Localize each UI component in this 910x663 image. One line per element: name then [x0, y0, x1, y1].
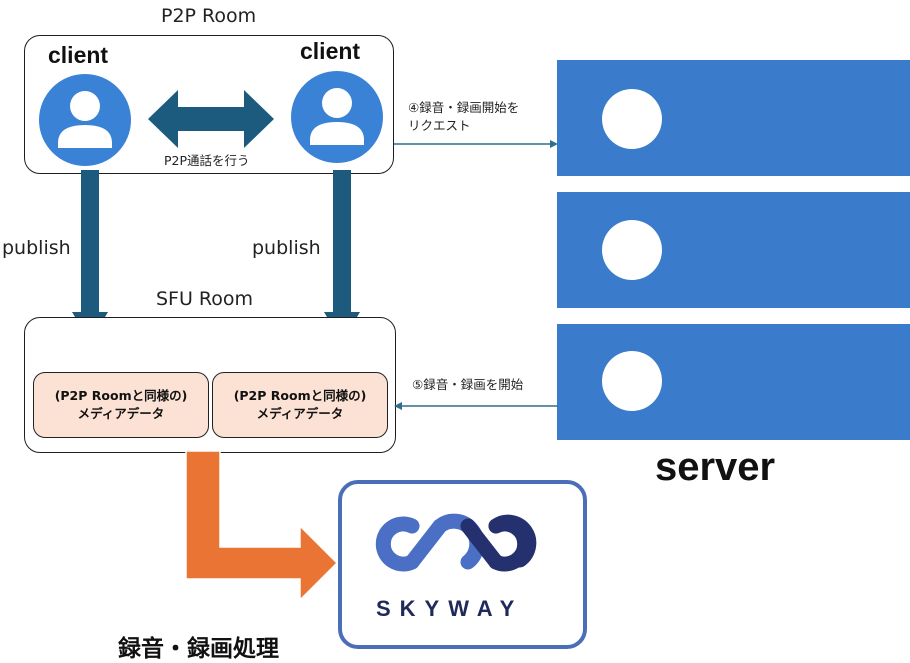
client-left-avatar-icon [39, 74, 131, 166]
server-indicator-3 [602, 351, 662, 411]
skyway-box: SKYWAY [338, 480, 587, 649]
media-data-left: (P2P Roomと同様の) メディアデータ [33, 372, 209, 438]
request-label-line1: ④録音・録画開始を [408, 100, 520, 115]
publish-left-label: publish [2, 237, 71, 259]
request-label-line2: リクエスト [408, 118, 471, 133]
start-label: ⑤録音・録画を開始 [412, 377, 524, 392]
sfu-room-title: SFU Room [156, 288, 254, 310]
server-unit-1 [557, 60, 910, 176]
server-indicator-2 [602, 220, 662, 280]
media-right-line1: (P2P Roomと同様の) [233, 387, 367, 403]
media-left-line2: メディアデータ [77, 406, 165, 421]
media-data-right: (P2P Roomと同様の) メディアデータ [212, 372, 388, 438]
publish-arrow-right [324, 170, 360, 342]
request-arrow [394, 140, 558, 148]
server-label: server [655, 445, 776, 489]
p2p-double-arrow [148, 90, 274, 148]
skyway-logo-icon [375, 513, 537, 572]
client-right-avatar-icon [291, 71, 383, 163]
client-left-label: client [48, 42, 109, 68]
start-arrow [394, 402, 558, 410]
server-indicator-1 [602, 89, 662, 149]
publish-right-label: publish [252, 237, 321, 259]
server-unit-3 [557, 324, 910, 440]
processing-label: 録音・録画処理 [118, 636, 279, 662]
server-unit-2 [557, 192, 910, 308]
p2p-room-title: P2P Room [161, 5, 257, 27]
publish-arrow-left [72, 170, 108, 342]
processing-arrow [185, 451, 338, 602]
skyway-logo-text: SKYWAY [376, 596, 524, 621]
p2p-call-label: P2P通話を行う [164, 153, 250, 168]
client-right-label: client [300, 38, 361, 64]
media-left-line1: (P2P Roomと同様の) [54, 387, 188, 403]
media-right-line2: メディアデータ [256, 406, 344, 421]
